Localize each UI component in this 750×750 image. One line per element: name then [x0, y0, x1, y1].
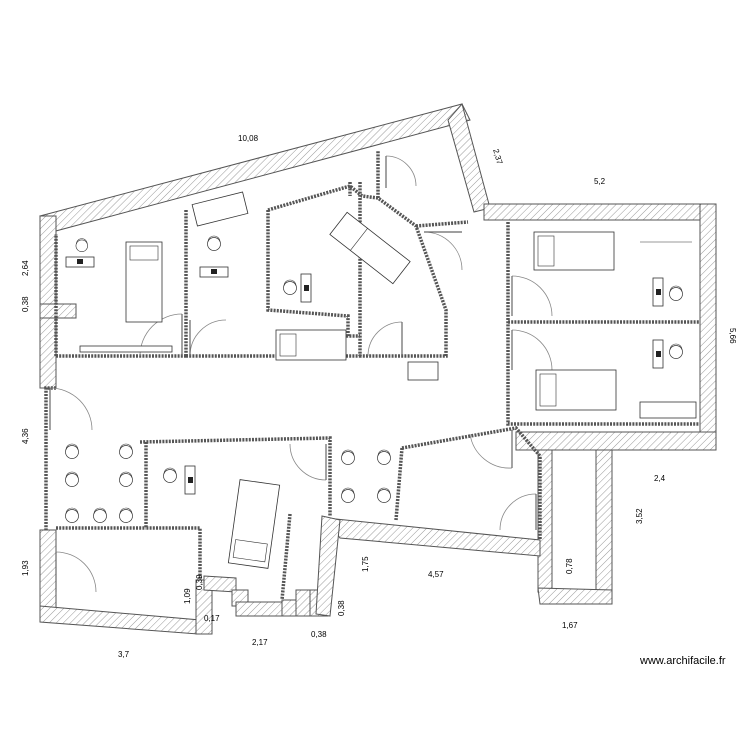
dim-wing-bottom: 1,67 [562, 621, 578, 630]
dim-right-wing: 3,52 [635, 508, 644, 524]
desk-bedroom-b [652, 339, 664, 369]
dim-left-middle: 4,36 [21, 428, 30, 444]
bed-room-3 [275, 329, 347, 361]
dim-center-vertical: 1,75 [361, 556, 370, 572]
cabinet-room-3 [407, 361, 439, 381]
radiator-bedroom-b [639, 401, 697, 419]
exterior-walls [39, 102, 717, 635]
dim-right-side: 5,66 [728, 328, 737, 344]
watermark: www.archifacile.fr [639, 655, 726, 667]
dim-right-lower: 2,4 [654, 474, 666, 483]
massage-table-bottom-room [227, 479, 281, 569]
dim-left-upper: 2,64 [21, 260, 30, 276]
shelf-room-2 [191, 191, 249, 227]
furniture [65, 191, 697, 569]
doors [49, 155, 553, 593]
desk-bedroom-a [652, 277, 664, 307]
bed-bedroom-b [535, 369, 617, 411]
dim-notch-top: 0,39 [195, 574, 204, 590]
chairs-center-area [341, 449, 391, 503]
dim-top-wall: 10,08 [238, 134, 259, 143]
bed-room-1 [125, 241, 163, 323]
dim-bottom-right-short: 0,38 [337, 600, 346, 616]
dim-bottom-right-vertical: 0,38 [311, 630, 327, 639]
massage-table-room-3 [329, 211, 411, 285]
radiator-room-1 [79, 345, 173, 353]
bed-bedroom-a [533, 231, 615, 271]
dim-left-lower: 1,93 [21, 560, 30, 576]
desk-room-1 [65, 238, 95, 268]
desk-room-2 [199, 235, 229, 278]
chairs-left-area [65, 443, 133, 523]
dim-wing-inner: 0,78 [565, 558, 574, 574]
dim-bottom-middle: 2,17 [252, 638, 268, 647]
dim-bottom-left: 3,7 [118, 650, 130, 659]
interior-walls [44, 150, 700, 601]
dim-bottom-center: 4,57 [428, 570, 444, 579]
dimension-labels: 10,08 2,37 5,2 2,64 0,38 5,66 4,36 2,4 3… [21, 134, 737, 659]
desk-bottom-room [184, 465, 196, 495]
desk-room-3 [300, 273, 312, 303]
dim-notch-left: 1,09 [183, 588, 192, 604]
dim-left-short: 0,38 [21, 296, 30, 312]
dim-notch-bottom: 0,17 [204, 614, 220, 623]
dim-right-top: 5,2 [594, 177, 606, 186]
dim-top-right-diagonal: 2,37 [491, 148, 504, 166]
